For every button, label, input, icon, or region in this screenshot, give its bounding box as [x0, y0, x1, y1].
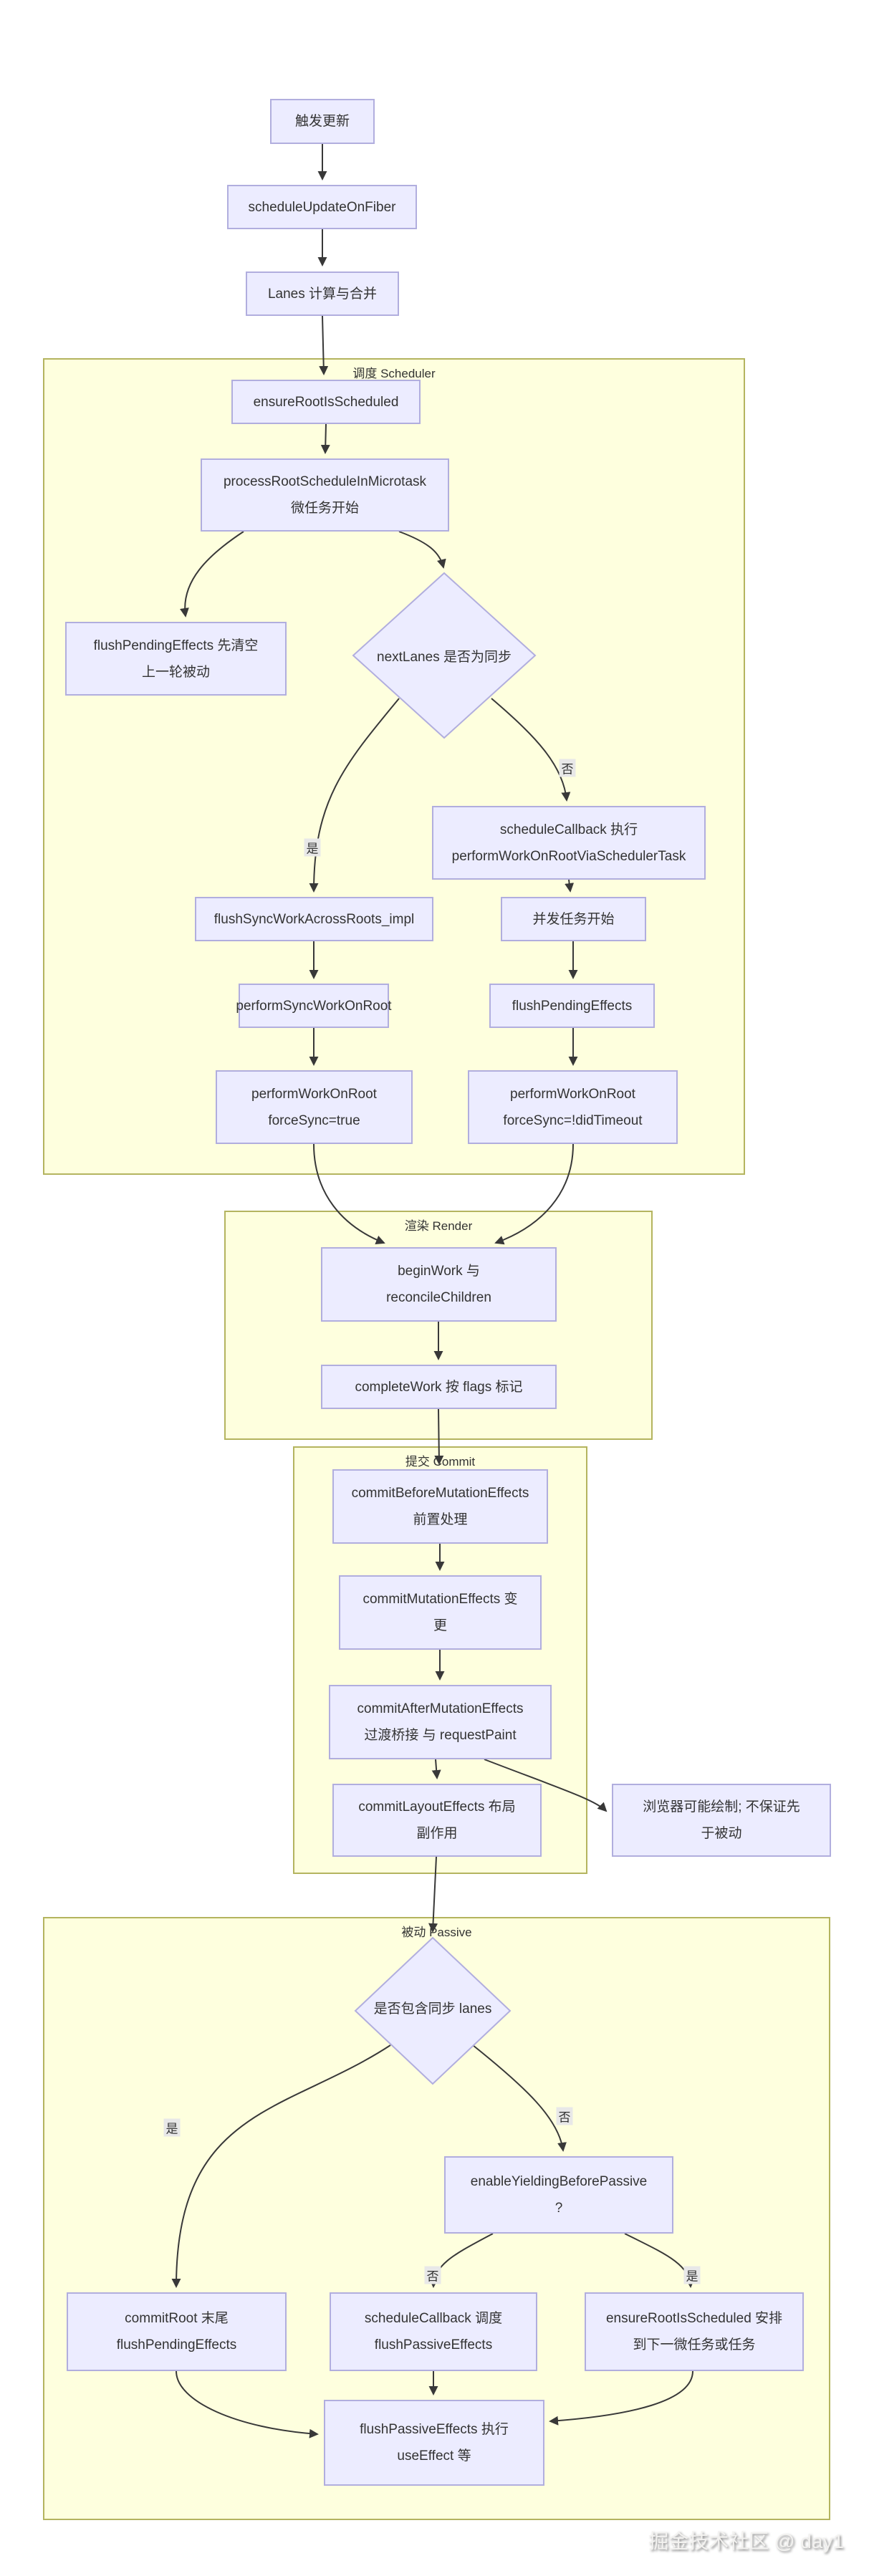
edge-lanes-to-ensureroot	[319, 315, 329, 375]
node-perform-work-force-sync-true: performWorkOnRoot forceSync=true	[216, 1070, 413, 1144]
node-label: Lanes 计算与合并	[267, 286, 378, 302]
node-label: processRootScheduleInMicrotask	[223, 474, 427, 489]
edge-completework-to-commitbefore	[434, 1408, 444, 1465]
edge-commitroottail-to-flushpassive	[176, 2370, 319, 2438]
node-commit-mutation-effects: commitMutationEffects 变 更	[339, 1575, 542, 1650]
node-perform-sync-work-on-root: performSyncWorkOnRoot	[236, 984, 392, 1028]
edge-nextlanes-yes-to-flushsync	[309, 698, 400, 893]
node-label: 于被动	[701, 1826, 742, 1841]
node-label: enableYieldingBeforePassive	[470, 2174, 648, 2189]
node-label: flushPendingEffects	[116, 2337, 237, 2352]
node-flush-pending-effects-prev: flushPendingEffects 先清空 上一轮被动	[65, 622, 287, 696]
edge-forcetimeout-to-beginwork	[494, 1143, 574, 1245]
node-label: scheduleCallback 执行	[499, 822, 638, 837]
node-label: 副作用	[416, 1826, 458, 1841]
node-label: forceSync=true	[268, 1112, 360, 1128]
node-label: 更	[433, 1618, 447, 1633]
node-label: beginWork 与	[398, 1264, 480, 1279]
node-process-root-schedule-in-microtask: processRootScheduleInMicrotask 微任务开始	[201, 458, 449, 532]
edge-label-passive-no: 否	[556, 2107, 573, 2125]
decision-contains-sync-lanes	[354, 1936, 512, 2085]
node-perform-work-force-sync-not-didtimeout: performWorkOnRoot forceSync=!didTimeout	[468, 1070, 678, 1144]
node-enable-yielding-before-passive: enableYieldingBeforePassive ?	[444, 2156, 673, 2234]
node-flush-pending-effects: flushPendingEffects	[489, 984, 655, 1028]
node-trigger-update: 触发更新	[270, 99, 375, 144]
node-ensure-root-is-scheduled: ensureRootIsScheduled	[231, 380, 421, 424]
node-label: forceSync=!didTimeout	[503, 1112, 643, 1128]
subgraph-render-title: 渲染 Render	[404, 1219, 473, 1233]
node-label: commitLayoutEffects 布局	[358, 1799, 516, 1815]
node-label: 到下一微任务或任务	[633, 2337, 756, 2352]
node-schedule-update-on-fiber: scheduleUpdateOnFiber	[227, 185, 417, 229]
node-label: performSyncWorkOnRoot	[236, 998, 392, 1014]
node-label: ensureRootIsScheduled 安排	[605, 2311, 783, 2326]
node-label: 上一轮被动	[141, 664, 210, 680]
node-label: 浏览器可能绘制; 不保证先	[643, 1799, 800, 1815]
node-ensure-root-scheduled-next-task: ensureRootIsScheduled 安排 到下一微任务或任务	[585, 2292, 804, 2371]
edge-synclanes-yes-to-commitroottail	[171, 2044, 391, 2288]
edge-commitafter-to-commitlayout	[431, 1759, 441, 1779]
decision-contains-sync-lanes-label: 是否包含同步 lanes	[373, 2001, 492, 2017]
decision-next-lanes-sync	[352, 572, 537, 739]
juejin-watermark: 掘金技术社区 @ day1	[648, 2530, 844, 2552]
node-label: 触发更新	[294, 114, 350, 129]
edge-forcetrue-to-beginwork	[313, 1143, 385, 1244]
edge-commitlayout-to-synclanes	[428, 1856, 438, 1933]
node-label: performWorkOnRoot	[251, 1086, 377, 1102]
node-schedule-callback-flush-passive: scheduleCallback 调度 flushPassiveEffects	[330, 2292, 537, 2371]
node-concurrent-task-start: 并发任务开始	[501, 897, 646, 941]
edge-enableyielding-no-to-schedulecb	[428, 2233, 494, 2288]
node-label: 前置处理	[413, 1512, 468, 1527]
node-label: flushSyncWorkAcrossRoots_impl	[213, 911, 415, 927]
node-complete-work-flags: completeWork 按 flags 标记	[321, 1365, 557, 1409]
edge-commitafter-to-browserpaint	[484, 1759, 608, 1812]
decision-next-lanes-sync-label: nextLanes 是否为同步	[377, 650, 512, 665]
node-label: reconcileChildren	[386, 1290, 491, 1305]
edge-label-scheduler-yes: 是	[304, 838, 321, 857]
edge-label-yielding-yes: 是	[683, 2266, 701, 2284]
edge-label-passive-yes: 是	[163, 2118, 181, 2137]
edge-enableyielding-yes-to-ensurerootnext	[624, 2233, 695, 2288]
node-label: commitMutationEffects 变	[363, 1592, 518, 1607]
node-lanes-merge: Lanes 计算与合并	[246, 271, 399, 316]
edge-label-yielding-no: 否	[424, 2266, 441, 2284]
node-label: 过渡桥接 与 requestPaint	[364, 1728, 517, 1743]
node-label: scheduleUpdateOnFiber	[248, 199, 396, 215]
edge-nextlanes-no-to-schedulecallback	[491, 698, 571, 802]
node-label: flushPassiveEffects 执行	[360, 2422, 509, 2437]
edge-synclanes-no-to-enableyielding	[472, 2044, 567, 2152]
node-begin-work-reconcile-children: beginWork 与 reconcileChildren	[321, 1247, 557, 1322]
node-label: performWorkOnRootViaSchedulerTask	[451, 848, 686, 864]
node-label: useEffect 等	[397, 2448, 471, 2464]
node-label: flushPendingEffects 先清空	[93, 638, 259, 653]
node-flush-passive-effects-useeffect: flushPassiveEffects 执行 useEffect 等	[324, 2400, 544, 2486]
node-label: ?	[554, 2201, 563, 2216]
node-label: completeWork 按 flags 标记	[355, 1379, 523, 1395]
edge-label-scheduler-no: 否	[559, 759, 576, 777]
edge-ensureroot-to-processroot	[320, 423, 330, 454]
node-commit-after-mutation-effects: commitAfterMutationEffects 过渡桥接 与 reques…	[329, 1685, 552, 1759]
node-label: commitRoot 末尾	[125, 2311, 229, 2326]
node-label: 微任务开始	[290, 501, 359, 516]
node-commit-before-mutation-effects: commitBeforeMutationEffects 前置处理	[332, 1469, 548, 1544]
node-schedule-callback-scheduler-task: scheduleCallback 执行 performWorkOnRootVia…	[432, 806, 706, 880]
subgraph-scheduler-title: 调度 Scheduler	[352, 367, 436, 380]
edge-ensurerootnext-to-flushpassive	[549, 2370, 693, 2426]
edge-schedulecallback-to-concurrent	[565, 879, 575, 893]
node-label: scheduleCallback 调度	[364, 2311, 503, 2326]
node-label: flushPassiveEffects	[374, 2337, 493, 2352]
node-label: commitBeforeMutationEffects	[351, 1486, 529, 1501]
node-label: ensureRootIsScheduled	[253, 394, 399, 410]
edge-processroot-to-flushpendingprev	[179, 531, 244, 617]
node-flush-sync-work-across-roots: flushSyncWorkAcrossRoots_impl	[195, 897, 433, 941]
edge-processroot-to-nextlanes	[398, 531, 446, 569]
node-browser-may-paint: 浏览器可能绘制; 不保证先 于被动	[612, 1784, 831, 1857]
node-label: performWorkOnRoot	[510, 1086, 635, 1102]
node-label: flushPendingEffects	[512, 998, 633, 1014]
node-commit-layout-effects: commitLayoutEffects 布局 副作用	[332, 1784, 542, 1857]
node-label: commitAfterMutationEffects	[357, 1701, 524, 1716]
node-label: 并发任务开始	[532, 911, 615, 927]
node-commit-root-tail-flush-pending: commitRoot 末尾 flushPendingEffects	[67, 2292, 287, 2371]
